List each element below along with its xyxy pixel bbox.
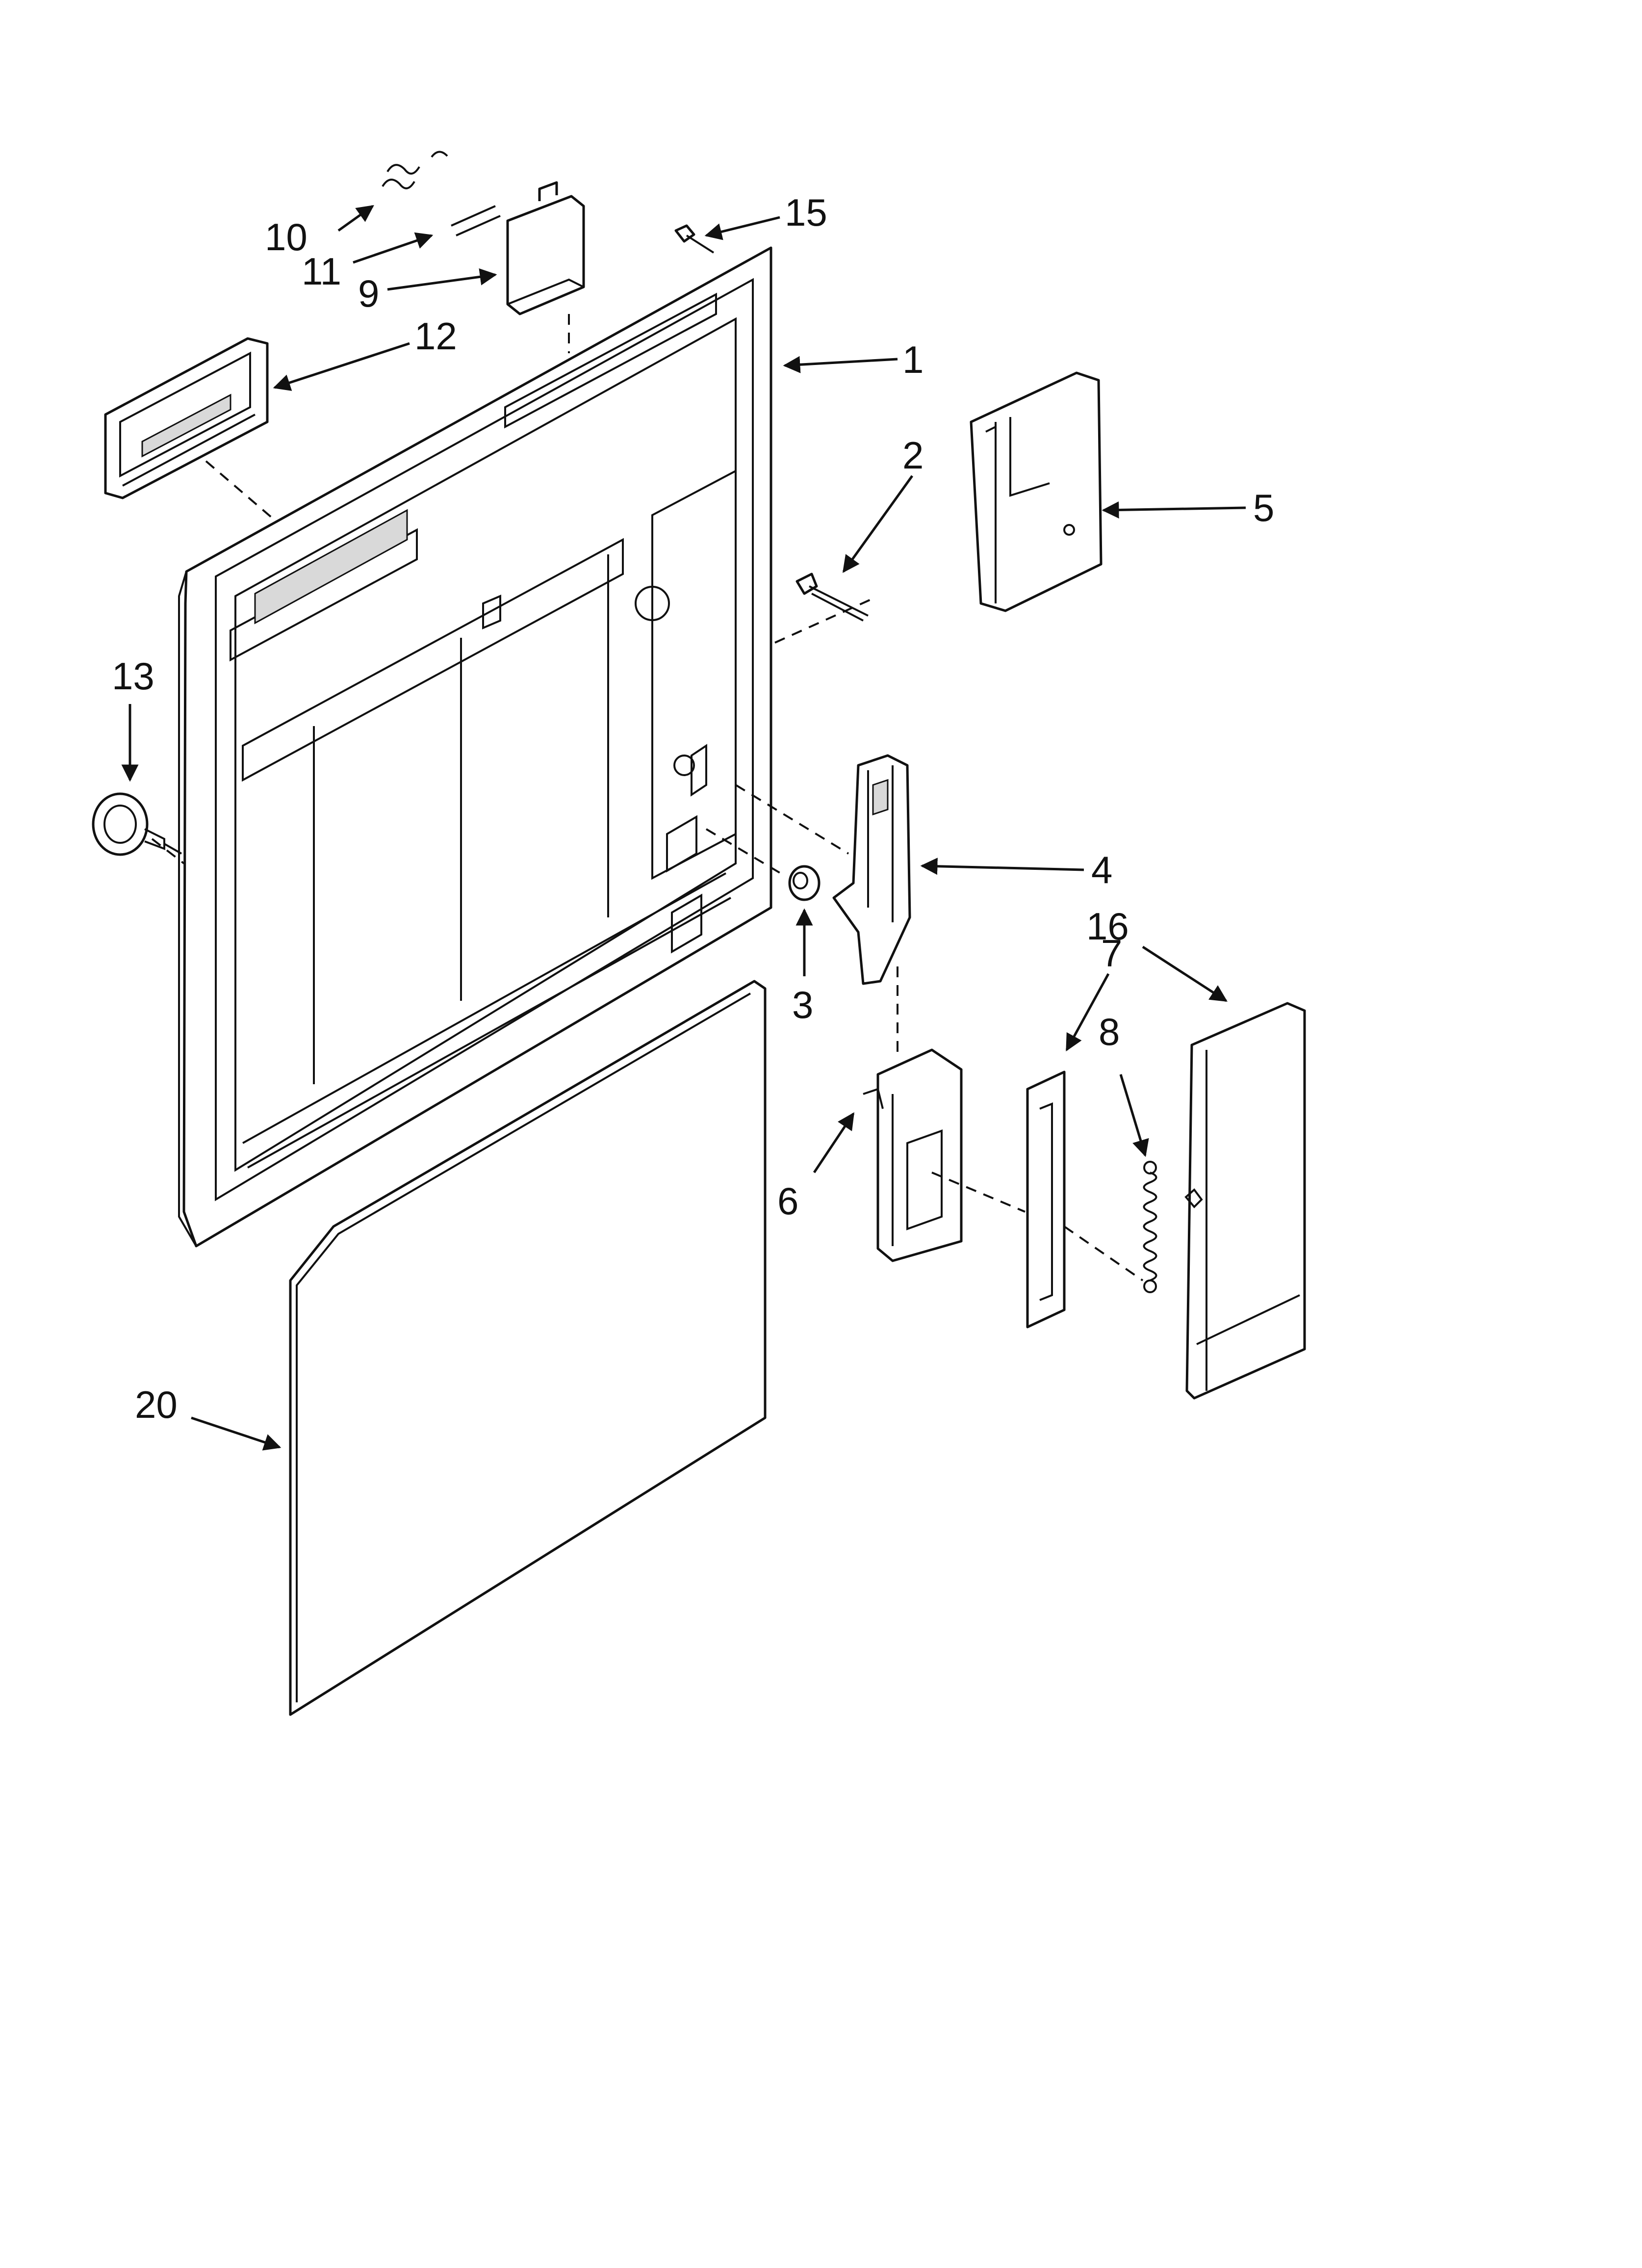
- part-8-spring: [1143, 1161, 1157, 1293]
- callout-labels: 1 2 3 4 5 6 7 8 9 10 11 12 13 15 16 20: [112, 191, 1274, 1426]
- callout-6: 6: [777, 1179, 798, 1223]
- part-6-housing: [863, 1048, 963, 1262]
- part-4-latch: [832, 754, 911, 985]
- part-1-door-frame: [178, 246, 772, 1248]
- callout-2: 2: [902, 434, 924, 477]
- part-16-cover: [1184, 1002, 1306, 1400]
- part-11-wire: [451, 205, 501, 236]
- callout-20: 20: [135, 1383, 178, 1426]
- callout-10: 10: [265, 215, 308, 259]
- part-20-door-panel: [289, 980, 767, 1716]
- leader-lines: [121, 205, 1246, 1451]
- callout-4: 4: [1091, 848, 1112, 891]
- part-13-knob: [92, 792, 182, 856]
- callout-15: 15: [785, 191, 827, 234]
- callout-8: 8: [1099, 1010, 1120, 1053]
- callout-13: 13: [112, 654, 154, 698]
- part-5-latch-cover: [970, 371, 1103, 612]
- callout-7: 7: [1101, 932, 1122, 975]
- callout-5: 5: [1253, 486, 1274, 529]
- part-10-clips: [382, 151, 448, 189]
- callout-11: 11: [302, 250, 341, 293]
- part-3-grommet: [788, 865, 821, 901]
- part-12-handle: [104, 337, 269, 499]
- callout-16: 16: [1086, 905, 1129, 948]
- part-9-cap: [506, 181, 585, 315]
- callout-3: 3: [792, 983, 813, 1026]
- part-15-screw: [674, 224, 715, 254]
- callout-12: 12: [414, 314, 457, 358]
- part-2-pin: [795, 573, 869, 622]
- part-7-slide: [1026, 1070, 1066, 1329]
- assembly-lines: [151, 314, 1144, 1281]
- callout-1: 1: [902, 338, 924, 381]
- callout-9: 9: [358, 272, 379, 315]
